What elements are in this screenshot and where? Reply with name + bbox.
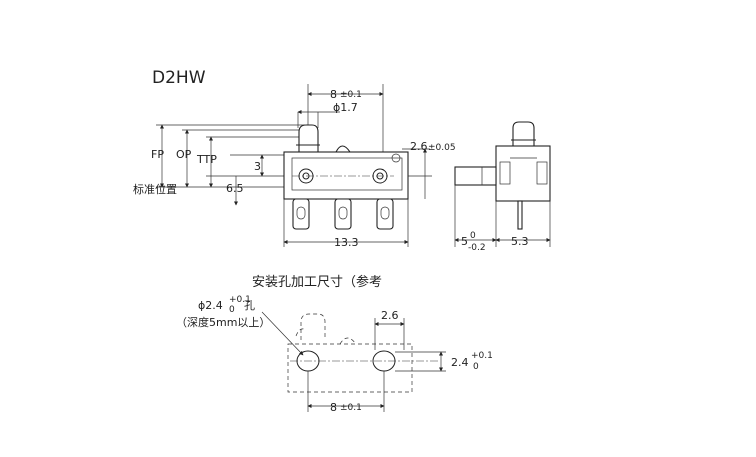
fp-label: FP — [151, 148, 164, 161]
terminal-no-hole — [380, 206, 390, 220]
mount-height-tol-lower: 0 — [473, 362, 479, 372]
dashed-body-outline — [287, 343, 413, 393]
ttp-label: TTP — [196, 153, 217, 166]
mount-pitch-value: 8 — [330, 401, 337, 414]
dashed-plunger — [300, 313, 326, 340]
body-top-bump — [335, 145, 351, 153]
standard-position-label: 标准位置 — [133, 182, 177, 196]
pitch-value: 8 — [330, 88, 337, 101]
mounting-hole-section: 安装孔加工尺寸（参考 ϕ2.4 +0.1 0 孔 （深度5mm以上） 2.6 2… — [176, 274, 493, 414]
side-dim-left-tol-lower: -0.2 — [468, 243, 486, 253]
dashed-bump — [339, 337, 357, 345]
hole-dia-value: ϕ2.4 — [198, 299, 223, 312]
mount-height-value: 2.4 — [451, 356, 469, 369]
terminal-no — [376, 198, 394, 230]
side-terminal-tab — [454, 166, 497, 186]
terminal-com — [292, 198, 310, 230]
hole-suffix: 孔 — [244, 299, 255, 312]
side-body-slot-right — [536, 161, 548, 185]
hole-leader-line — [261, 311, 304, 356]
right-offset-value: 2.6 — [410, 140, 428, 153]
width-value: 13.3 — [334, 236, 359, 249]
mount-pitch-tolerance: ±0.1 — [340, 403, 362, 413]
body-inner-outline — [291, 157, 403, 191]
body-corner-hole — [391, 153, 401, 163]
hole-tol-upper: +0.1 — [229, 295, 251, 305]
side-body — [495, 145, 551, 202]
op-label: OP — [176, 148, 192, 161]
side-bottom-pin — [517, 200, 523, 230]
front-view: 8 ±0.1 ϕ1.7 FP OP TTP 3 6.5 标准位置 — [133, 84, 456, 249]
mounting-title: 安装孔加工尺寸（参考 — [252, 274, 382, 290]
model-title: D2HW — [152, 68, 206, 88]
side-plunger — [512, 121, 535, 147]
pitch-tolerance: ±0.1 — [340, 90, 362, 100]
side-view: 5 0 -0.2 5.3 — [454, 121, 551, 253]
side-dim-left-value: 5 — [461, 235, 468, 248]
side-dim-left-tol-upper: 0 — [470, 231, 476, 241]
dim-3-value: 3 — [254, 160, 261, 173]
depth-note: （深度5mm以上） — [176, 315, 270, 329]
plunger-button — [298, 124, 319, 153]
dim-6-5-value: 6.5 — [226, 182, 244, 195]
side-body-slot-left — [499, 161, 511, 185]
mount-height-tol-upper: +0.1 — [471, 351, 493, 361]
terminal-nc — [334, 198, 352, 230]
side-dim-right-value: 5.3 — [511, 235, 529, 248]
terminal-nc-hole — [338, 206, 348, 220]
button-dia-value: ϕ1.7 — [333, 101, 358, 114]
terminal-com-hole — [296, 206, 306, 220]
hole-tol-lower: 0 — [229, 305, 235, 315]
dashed-plunger-edge — [295, 328, 307, 337]
right-offset-tolerance: ±0.05 — [428, 143, 456, 153]
mount-offset-value: 2.6 — [381, 309, 399, 322]
